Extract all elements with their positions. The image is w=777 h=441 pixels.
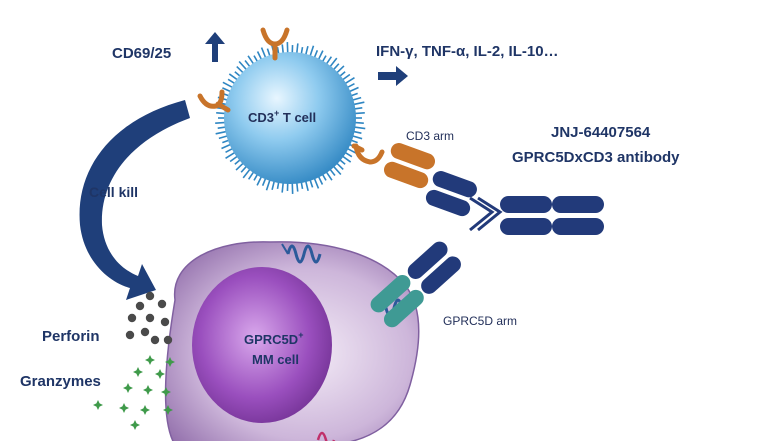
spike — [309, 45, 315, 58]
gprc5d-receptor-bottom — [316, 431, 336, 441]
perforin-dot — [145, 313, 155, 323]
spike — [313, 177, 320, 189]
cytokines-label: IFN-γ, TNF-α, IL-2, IL-10… — [376, 43, 559, 60]
mm-cell — [164, 241, 420, 441]
granzyme-star — [133, 367, 143, 377]
perforin-label: Perforin — [42, 328, 100, 345]
granzyme-star — [161, 387, 171, 397]
granzyme-particles — [93, 355, 175, 430]
cell-kill-label: Cell kill — [89, 184, 138, 200]
cd69-label: CD69/25 — [112, 45, 171, 62]
granzyme-star — [145, 355, 155, 365]
cd3-arm-segment — [383, 143, 477, 217]
spike — [343, 77, 355, 85]
antibody-fc — [500, 196, 604, 235]
receptor-icon — [351, 143, 385, 165]
spike — [265, 178, 271, 191]
granzyme-star — [119, 403, 129, 413]
perforin-dot — [140, 327, 150, 337]
up-arrow-icon — [205, 32, 225, 62]
granzyme-star — [140, 405, 150, 415]
mm-cell-nucleus — [192, 267, 332, 423]
granzyme-star — [130, 420, 140, 430]
granzyme-star — [123, 383, 133, 393]
granzymes-label: Granzymes — [20, 373, 101, 390]
perforin-dot — [160, 317, 170, 327]
perforin-dot — [145, 291, 155, 301]
cd3-arm-label: CD3 arm — [406, 129, 454, 143]
spike — [222, 81, 234, 89]
t-cell-label: CD3+ T cell — [248, 108, 316, 125]
granzyme-star — [163, 405, 173, 415]
granzyme-star — [165, 357, 175, 367]
t-cell-body — [224, 52, 356, 184]
receptor-icon — [197, 89, 231, 113]
gprc5d-receptor-top — [281, 243, 322, 264]
granzyme-star — [93, 400, 103, 410]
curved-arrow-icon — [79, 100, 190, 300]
receptor-icon — [260, 27, 290, 61]
antibody — [370, 143, 604, 328]
perforin-dot — [135, 301, 145, 311]
spike — [353, 126, 366, 130]
drug-description-label: GPRC5DxCD3 antibody — [512, 149, 680, 166]
perforin-particles — [125, 291, 173, 345]
t-cell — [214, 42, 366, 194]
right-arrow-icon — [378, 66, 408, 86]
drug-name-label: JNJ-64407564 — [551, 124, 651, 141]
perforin-dot — [127, 313, 137, 323]
gprc5d-arm-label: GPRC5D arm — [443, 314, 517, 328]
perforin-dot — [150, 335, 160, 345]
mm-cell-label-line1: GPRC5D+ — [244, 330, 303, 347]
granzyme-star — [143, 385, 153, 395]
granzyme-star — [155, 369, 165, 379]
perforin-dot — [163, 335, 173, 345]
antibody-hinge — [469, 196, 503, 232]
mm-cell-label-line2: MM cell — [252, 352, 299, 367]
spike — [225, 151, 237, 159]
gprc5d-arm-segment — [370, 241, 461, 328]
perforin-dot — [125, 330, 135, 340]
perforin-dot — [157, 299, 167, 309]
